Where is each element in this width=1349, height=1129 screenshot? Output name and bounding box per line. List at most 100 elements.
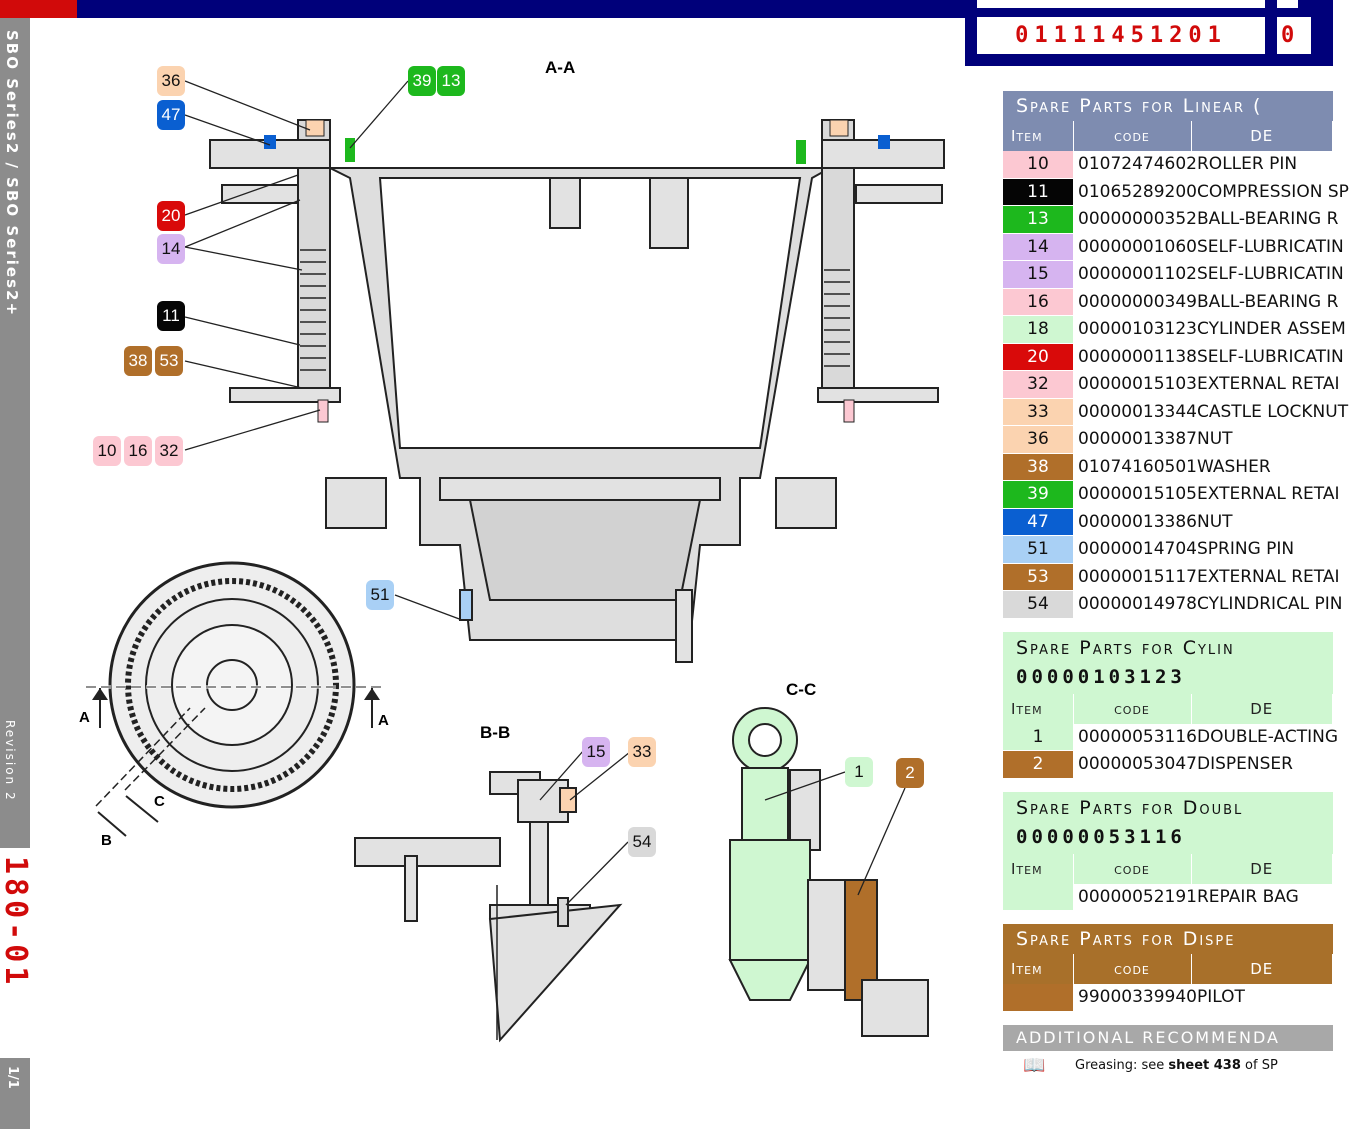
cut-label-a-left: A — [79, 709, 90, 726]
description-cell: SELF-LUBRICATIN — [1191, 343, 1344, 371]
callout-badge: 2 — [896, 758, 924, 788]
item-number: 11 — [1003, 178, 1073, 206]
cut-label-c: C — [154, 793, 165, 810]
callout-badge: 13 — [437, 66, 465, 96]
description-cell: CYLINDRICAL PIN — [1191, 590, 1342, 619]
description-cell: BALL-BEARING R — [1191, 205, 1338, 234]
sheet-link[interactable]: sheet 438 — [1168, 1057, 1241, 1073]
description-cell: REPAIR BAG — [1191, 883, 1333, 911]
series-label: SBO Series2 / SBO Series2+ — [3, 30, 21, 318]
callout-badge: 51 — [366, 580, 394, 610]
callout-badge: 54 — [628, 827, 656, 857]
part-code-cell: 00000001138 — [1073, 343, 1197, 371]
part-code-cell: 00000013386 — [1073, 508, 1197, 536]
item-number: 54 — [1003, 590, 1073, 619]
callout-badge: 33 — [628, 737, 656, 767]
item-number: 1 — [1003, 723, 1073, 751]
technical-drawing — [86, 80, 945, 1043]
item-number — [1003, 883, 1073, 911]
top-bar-accent — [0, 0, 77, 18]
book-icon: 📖 — [1023, 1054, 1046, 1076]
view-label-bb: B-B — [480, 723, 511, 742]
part-code-cell: 00000013387 — [1073, 425, 1197, 454]
callout-badge: 14 — [157, 234, 185, 264]
part-code-cell: 01072474602 — [1073, 151, 1197, 179]
part-code-cell: 00000013344 — [1073, 398, 1197, 426]
description-cell: DOUBLE-ACTING — [1191, 723, 1338, 751]
additional-title: ADDITIONAL RECOMMENDA — [1003, 1024, 1333, 1051]
item-number: 16 — [1003, 288, 1073, 316]
item-number: 20 — [1003, 343, 1073, 371]
callout-badge: 15 — [582, 737, 610, 767]
description-cell: BALL-BEARING R — [1191, 288, 1338, 316]
part-code-cell: 99000339940 — [1073, 984, 1197, 1012]
dispenser-title: Spare Parts for Dispe — [1003, 924, 1333, 954]
part-code-box: 01111451201 0 — [965, 0, 1333, 66]
description-cell: CASTLE LOCKNUT — [1191, 398, 1348, 426]
callout-badge: 39 — [408, 66, 436, 96]
page-code: 180-01 — [0, 856, 33, 989]
col-item: Item — [1003, 693, 1074, 724]
description-cell: ROLLER PIN — [1191, 151, 1333, 179]
left-spring — [300, 249, 326, 371]
item-number: 14 — [1003, 233, 1073, 261]
part-code-cell: 00000053116 — [1073, 723, 1197, 751]
description-cell: EXTERNAL RETAI — [1191, 480, 1340, 509]
col-item: Item — [1003, 954, 1074, 984]
part-code-cell: 01065289200 — [1073, 178, 1197, 206]
col-code: code — [1073, 693, 1192, 724]
item-number: 47 — [1003, 508, 1073, 536]
item-number: 10 — [1003, 151, 1073, 179]
description-cell: SELF-LUBRICATIN — [1191, 260, 1344, 289]
item-number: 18 — [1003, 315, 1073, 344]
view-label-aa: A-A — [545, 58, 576, 77]
col-code: code — [1073, 954, 1192, 984]
double-title: Spare Parts for Doubl — [1003, 791, 1333, 824]
revision-label: Revision 2 — [3, 720, 17, 802]
part-code-cell: 00000052191 — [1073, 883, 1197, 911]
item-number: 36 — [1003, 425, 1073, 454]
item-number: 15 — [1003, 260, 1073, 289]
part-code: 01111451201 — [977, 17, 1265, 54]
part-code-secondary: 0 — [1277, 17, 1311, 54]
cylinder-title: Spare Parts for Cylin — [1003, 631, 1333, 664]
description-cell: EXTERNAL RETAI — [1191, 370, 1340, 399]
col-code: code — [1073, 121, 1192, 151]
item-number: 51 — [1003, 535, 1073, 564]
col-item: Item — [1003, 853, 1074, 884]
description-cell: PILOT — [1191, 984, 1333, 1012]
cut-label-b: B — [101, 832, 112, 849]
part-code-cell: 01074160501 — [1073, 453, 1197, 481]
item-number: 38 — [1003, 453, 1073, 481]
part-code-cell: 00000000349 — [1073, 288, 1197, 316]
part-code-cell: 00000053047 — [1073, 750, 1197, 779]
part-code-cell: 00000103123 — [1073, 315, 1197, 344]
part-code-cell: 00000015103 — [1073, 370, 1197, 399]
callout-badge: 10 — [93, 436, 121, 466]
callout-badge: 1 — [845, 757, 873, 787]
col-desc: DE — [1191, 954, 1333, 984]
item-number: 2 — [1003, 750, 1073, 779]
part-code-cell: 00000015117 — [1073, 563, 1197, 591]
callout-badge: 53 — [155, 346, 183, 376]
callout-badge: 32 — [155, 436, 183, 466]
description-cell: DISPENSER — [1191, 750, 1333, 779]
description-cell: WASHER — [1191, 453, 1333, 481]
col-desc: DE — [1191, 121, 1333, 151]
callout-badge: 20 — [157, 201, 185, 231]
